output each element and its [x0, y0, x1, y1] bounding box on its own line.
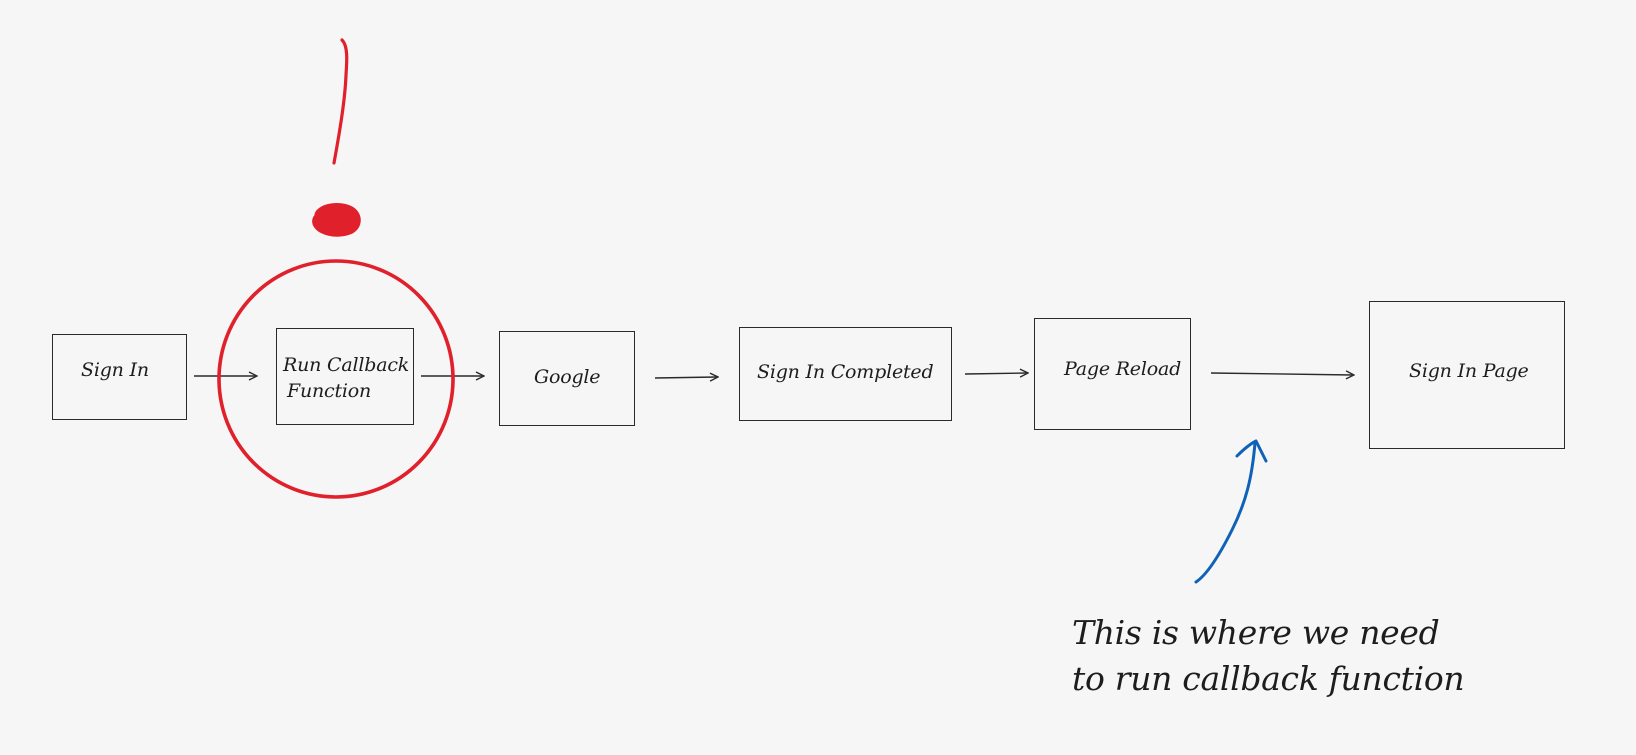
- node-sign-in-page-label: Sign In Page: [1409, 360, 1529, 382]
- node-sign-in-page: [1369, 301, 1565, 449]
- annotation-line-1: This is where we need: [1072, 613, 1440, 652]
- annotation-line-2: to run callback function: [1072, 659, 1465, 698]
- node-run-callback-label-line2: Function: [287, 380, 372, 402]
- node-google-label: Google: [534, 366, 601, 388]
- node-page-reload-label: Page Reload: [1064, 358, 1182, 380]
- node-run-callback: [276, 328, 414, 425]
- node-sign-in-label: Sign In: [81, 359, 149, 381]
- highlight-circle: [217, 259, 455, 499]
- arrow-google-to-completed: [654, 377, 717, 378]
- node-page-reload: [1034, 318, 1191, 430]
- node-sign-in-completed: [739, 327, 952, 421]
- annotation-arrow-curve: [1194, 441, 1257, 584]
- arrow-reload-to-signin-page: [1210, 373, 1353, 375]
- annotation-arrow-head: [1235, 439, 1268, 463]
- node-run-callback-label-line1: Run Callback: [283, 354, 410, 376]
- node-google: [499, 331, 635, 426]
- exclamation-stroke: [332, 38, 349, 165]
- node-sign-in: [52, 334, 187, 420]
- exclamation-dot: [312, 203, 361, 237]
- node-sign-in-completed-label: Sign In Completed: [757, 361, 934, 383]
- arrow-completed-to-reload: [964, 373, 1027, 374]
